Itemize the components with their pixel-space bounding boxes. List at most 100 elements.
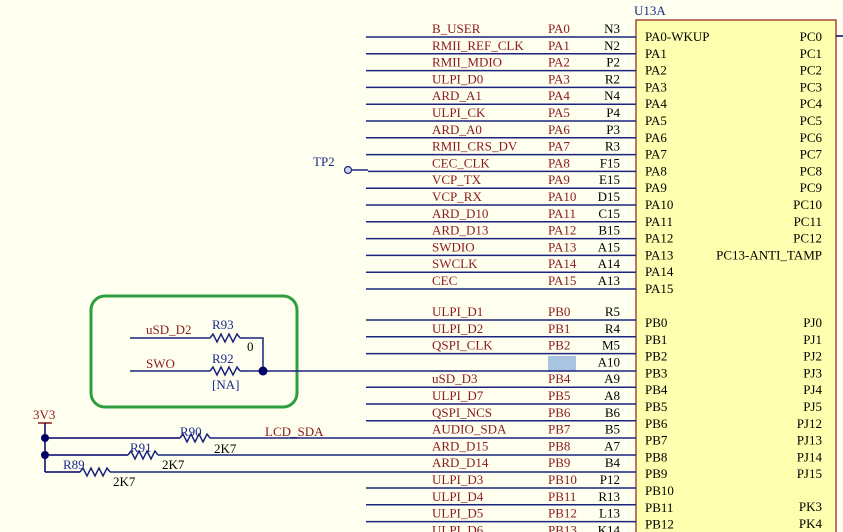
- port-label: PB2: [548, 338, 570, 353]
- chip-pin-name: PA7: [645, 147, 667, 162]
- chip-body-u13a[interactable]: [635, 19, 837, 532]
- r90-resistor-icon[interactable]: [179, 432, 211, 444]
- port-label: PB9: [548, 455, 570, 470]
- power-label: 3V3: [33, 407, 55, 422]
- net-label: VCP_RX: [432, 189, 482, 204]
- net-label: ULPI_CK: [432, 105, 486, 120]
- r93-resistor-icon[interactable]: [209, 332, 241, 344]
- net-label: ARD_D15: [432, 438, 488, 453]
- port-label: PA5: [548, 105, 570, 120]
- chip-pin-name: PB1: [645, 332, 667, 347]
- net-label: SWDIO: [432, 239, 475, 254]
- port-label: PA14: [548, 256, 577, 271]
- net-label: QSPI_NCS: [432, 405, 492, 420]
- chip-pin-name: PB10: [645, 483, 674, 498]
- port-label: PB13: [548, 522, 577, 532]
- r92-resistor-icon[interactable]: [209, 365, 241, 377]
- port-label: PB12: [548, 506, 577, 521]
- chip-pin-name: PA4: [645, 96, 667, 111]
- port-label: PA1: [548, 38, 570, 53]
- net-label: ULPI_D2: [432, 321, 483, 336]
- r91-resistor-icon[interactable]: [127, 449, 159, 461]
- ball-number: N3: [604, 21, 620, 36]
- r89-value: 2K7: [113, 474, 136, 489]
- ball-number: K14: [598, 522, 621, 532]
- chip-pin-name: PA8: [645, 163, 667, 178]
- r90-ref: R90: [180, 424, 202, 439]
- net-label: ARD_D10: [432, 206, 488, 221]
- chip-pin-name: PC3: [800, 79, 822, 94]
- chip-pin-name: PC12: [793, 231, 822, 246]
- chip-pin-name: PB2: [645, 349, 667, 364]
- chip-pin-name: PA5: [645, 113, 667, 128]
- chip-pin-name: PC1: [800, 46, 822, 61]
- ball-number: E15: [599, 172, 620, 187]
- port-label: PB0: [548, 304, 570, 319]
- r93-net-label: uSD_D2: [146, 322, 192, 337]
- highlight-box: [89, 294, 299, 409]
- ball-number: F15: [600, 155, 620, 170]
- chip-pin-name: PJ4: [803, 382, 822, 397]
- ball-number: A14: [598, 256, 621, 271]
- chip-pin-name: PJ13: [797, 433, 822, 448]
- ball-number: A9: [604, 371, 620, 386]
- chip-pin-name: PC6: [800, 130, 823, 145]
- port-label: PA2: [548, 55, 570, 70]
- net-label: VCP_TX: [432, 172, 482, 187]
- port-label: PB6: [548, 405, 571, 420]
- test-point-icon[interactable]: [343, 165, 353, 175]
- ball-number: P2: [606, 55, 620, 70]
- chip-pin-name: PJ14: [797, 449, 823, 464]
- net-label: ULPI_D1: [432, 304, 483, 319]
- ball-number: L13: [599, 506, 620, 521]
- chip-pin-name: PJ3: [803, 365, 822, 380]
- net-label: ARD_A1: [432, 88, 482, 103]
- chip-left-pins: PA0-WKUPPA1PA2PA3PA4PA5PA6PA7PA8PA9PA10P…: [645, 29, 710, 532]
- chip-pin-name: PB11: [645, 500, 673, 515]
- pb3-selection-highlight: [548, 356, 576, 371]
- ball-number: B15: [598, 223, 620, 238]
- ball-number: P4: [606, 105, 620, 120]
- net-label: ARD_D13: [432, 223, 488, 238]
- test-point-label: TP2: [313, 154, 335, 169]
- ball-number: C15: [598, 206, 620, 221]
- r93-value: 0: [247, 339, 254, 354]
- port-label: PA4: [548, 88, 570, 103]
- r89-resistor-icon[interactable]: [79, 466, 111, 478]
- port-label: PB4: [548, 371, 571, 386]
- net-label: ARD_D14: [432, 455, 489, 470]
- chip-pin-name: PB3: [645, 365, 667, 380]
- chip-pin-name: PC8: [800, 163, 822, 178]
- port-row[interactable]: ULPI_CK PA5 P4: [366, 105, 636, 122]
